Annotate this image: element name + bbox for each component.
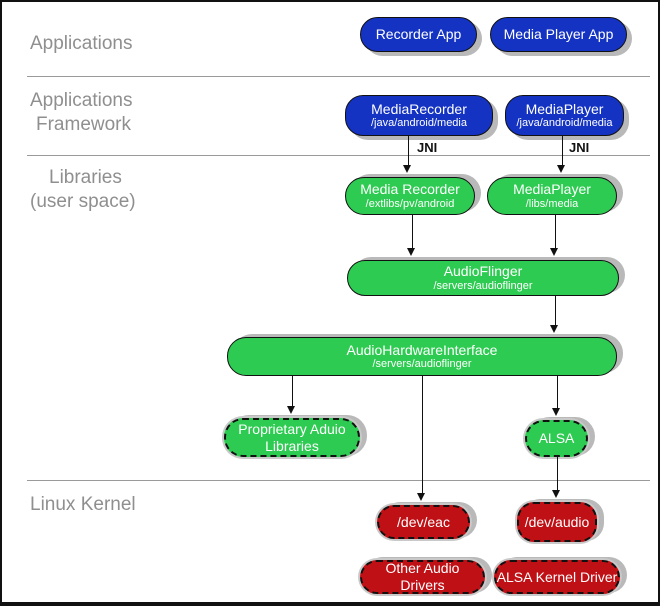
box-dev-eac-title: /dev/eac xyxy=(397,513,450,530)
box-mediaplayer-framework-title: MediaPlayer xyxy=(525,100,604,117)
arrow-mediaplayer-jni xyxy=(557,136,566,173)
jni-label-left: JNI xyxy=(417,140,438,155)
section-label-applications: Applications xyxy=(30,33,133,54)
box-alsa-kernel-driver-title: ALSA Kernel Driver xyxy=(496,568,618,585)
arrow-ahi-to-alsa xyxy=(552,376,561,416)
section-label-applications-framework-line2: Framework xyxy=(36,114,132,135)
box-mediaplayer-framework: MediaPlayer /java/android/media xyxy=(505,95,624,136)
box-mediaplayer-lib: MediaPlayer /libs/media xyxy=(487,177,617,215)
box-dev-eac: /dev/eac xyxy=(377,505,470,539)
box-media-recorder-lib-path: /extlibs/pv/android xyxy=(365,197,455,210)
arrow-ahi-to-dev-eac xyxy=(417,376,426,501)
arrow-audioflinger-to-ahi xyxy=(550,296,559,333)
box-media-recorder-lib-title: Media Recorder xyxy=(360,181,460,198)
divider-applications-framework xyxy=(27,76,650,77)
arrow-ahi-to-proprietary xyxy=(287,376,296,414)
box-mediarecorder-framework-title: MediaRecorder xyxy=(371,100,467,117)
arrow-mediarecorder-jni xyxy=(403,136,412,173)
arrow-mediaplayer-to-audioflinger xyxy=(550,215,559,256)
divider-framework-libraries xyxy=(27,155,650,156)
jni-label-right: JNI xyxy=(569,140,590,155)
box-media-player-app-title: Media Player App xyxy=(503,26,614,43)
box-media-player-app: Media Player App xyxy=(490,17,627,52)
box-mediarecorder-framework: MediaRecorder /java/android/media xyxy=(345,95,493,136)
divider-libraries-kernel xyxy=(27,480,650,481)
box-dev-audio-title: /dev/audio xyxy=(524,513,590,530)
arrow-alsa-to-dev-audio xyxy=(552,457,561,498)
section-label-applications-framework-line1: Applications xyxy=(30,90,133,111)
box-other-audio-drivers: Other Audio Drivers xyxy=(360,560,485,594)
box-alsa: ALSA xyxy=(525,420,588,457)
box-audioflinger-title: AudioFlinger xyxy=(443,263,523,280)
section-label-linux-kernel: Linux Kernel xyxy=(30,494,136,515)
box-audiohardwareinterface-path: /servers/audioflinger xyxy=(372,358,472,371)
box-audiohardwareinterface: AudioHardwareInterface /servers/audiofli… xyxy=(227,337,617,376)
box-alsa-title: ALSA xyxy=(538,430,575,447)
box-recorder-app-title: Recorder App xyxy=(375,26,462,43)
box-mediaplayer-lib-path: /libs/media xyxy=(525,197,579,210)
box-alsa-kernel-driver: ALSA Kernel Driver xyxy=(494,560,620,594)
box-audioflinger-path: /servers/audioflinger xyxy=(433,279,533,292)
box-proprietary-audio-libraries: Proprietary Aduio Libraries xyxy=(224,418,360,457)
box-audiohardwareinterface-title: AudioHardwareInterface xyxy=(346,341,498,358)
box-other-audio-drivers-title: Other Audio Drivers xyxy=(385,560,460,593)
section-label-libraries-line1: Libraries xyxy=(49,167,122,188)
box-media-recorder-lib: Media Recorder /extlibs/pv/android xyxy=(345,177,475,215)
arrow-mediarecorder-to-audioflinger xyxy=(407,215,416,256)
section-label-libraries-line2: (user space) xyxy=(30,191,136,212)
box-recorder-app: Recorder App xyxy=(360,17,477,52)
box-proprietary-audio-libraries-title: Proprietary Aduio Libraries xyxy=(238,420,346,454)
box-mediarecorder-framework-path: /java/android/media xyxy=(370,117,467,130)
box-dev-audio: /dev/audio xyxy=(517,502,597,542)
box-audioflinger: AudioFlinger /servers/audioflinger xyxy=(347,260,619,296)
box-mediaplayer-lib-title: MediaPlayer xyxy=(513,181,591,198)
box-mediaplayer-framework-path: /java/android/media xyxy=(516,117,613,130)
